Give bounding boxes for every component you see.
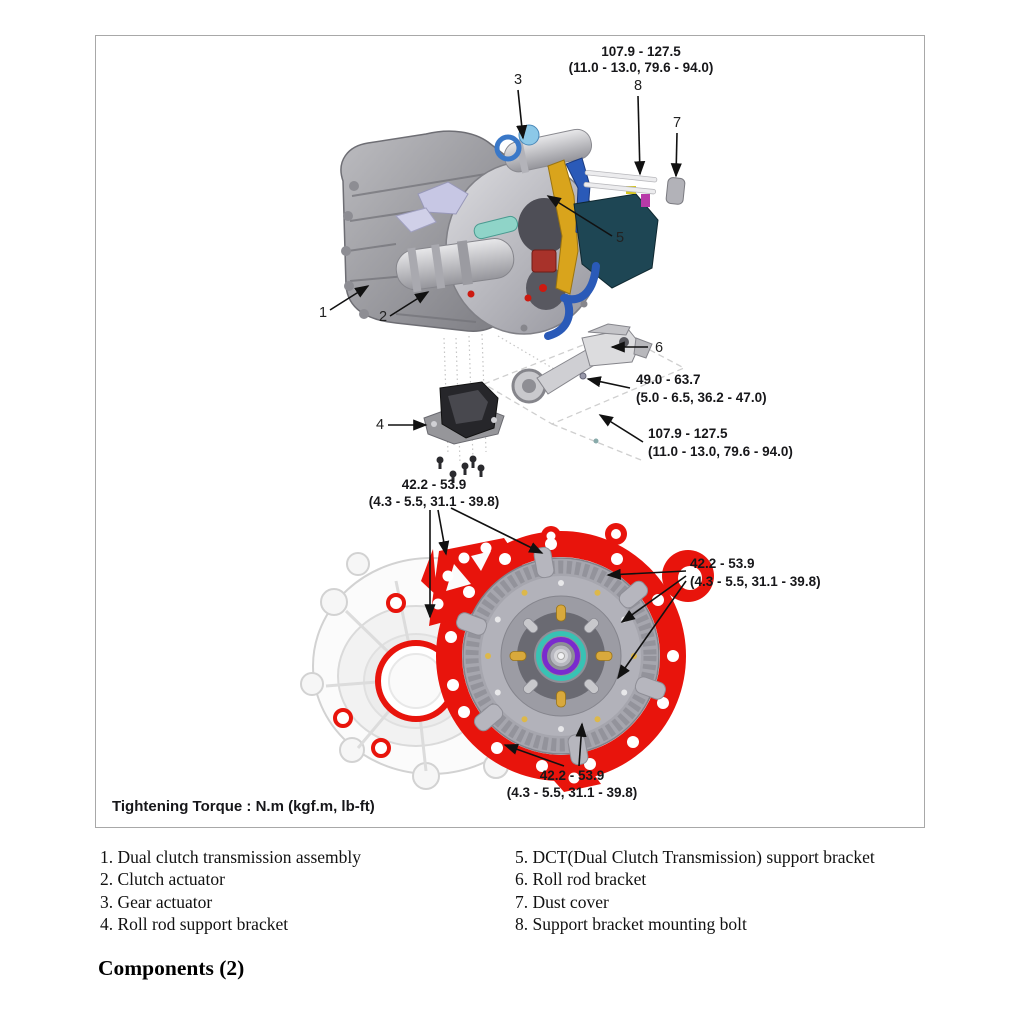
- torque-flange-upper-value: 42.2 - 53.9: [402, 477, 467, 492]
- bracket-bolts: [436, 455, 485, 483]
- callout-5: 5: [616, 230, 624, 246]
- torque-flange-right-value: 42.2 - 53.9: [690, 556, 755, 571]
- clutch-hub-purple-ring: [542, 637, 580, 675]
- callout-3: 3: [514, 72, 522, 88]
- legend-item: 1. Dual clutch transmission assembly: [100, 847, 362, 867]
- bolt-highlight-rings: [333, 593, 406, 758]
- torque-top-value: 107.9 - 127.5: [601, 44, 681, 59]
- torque-flange-bottom-value: 42.2 - 53.9: [540, 768, 605, 783]
- legend-left-column: 1. Dual clutch transmission assembly 2. …: [100, 846, 361, 936]
- clutch-hub-teal-ring: [536, 631, 586, 681]
- support-bracket-mounting-bolts: [583, 169, 658, 195]
- torque-rollrod-large-detail: (11.0 - 13.0, 79.6 - 94.0): [648, 444, 793, 459]
- transmission-diagram: 3 8 7 5 1 2 6 4 107.9 - 127.5 (11.0 - 13…: [112, 44, 821, 815]
- dct-assembly-illustration: [340, 124, 686, 340]
- components-figure-box: 3 8 7 5 1 2 6 4 107.9 - 127.5 (11.0 - 13…: [95, 35, 925, 828]
- legend-item: 7. Dust cover: [515, 891, 609, 912]
- callout-7: 7: [673, 115, 681, 131]
- leader-lines: [329, 89, 687, 767]
- legend-item: 3. Gear actuator: [100, 891, 213, 912]
- tightening-torque-note: Tightening Torque : N.m (kgf.m, lb-ft): [112, 798, 375, 815]
- torque-flange-bottom-detail: (4.3 - 5.5, 31.1 - 39.8): [507, 785, 638, 800]
- roll-rod-support-bracket: [423, 381, 505, 483]
- dashed-extension: [551, 423, 642, 461]
- callout-2: 2: [379, 309, 387, 325]
- torque-rollrod-small-detail: (5.0 - 6.5, 36.2 - 47.0): [636, 390, 767, 405]
- flange-bolt-pattern-highlight: [421, 523, 714, 792]
- torque-flange-upper-detail: (4.3 - 5.5, 31.1 - 39.8): [369, 494, 500, 509]
- section-title: Components (2): [98, 956, 245, 980]
- callout-1: 1: [319, 305, 327, 321]
- legend-item: 4. Roll rod support bracket: [100, 914, 289, 935]
- legend-item: 2. Clutch actuator: [100, 869, 225, 890]
- callout-4: 4: [376, 417, 384, 433]
- legend-item: 6. Roll rod bracket: [515, 869, 647, 890]
- callout-8: 8: [634, 78, 642, 94]
- roll-rod-bracket: [511, 323, 653, 444]
- torque-flange-right-detail: (4.3 - 5.5, 31.1 - 39.8): [690, 574, 821, 589]
- callout-6: 6: [655, 340, 663, 356]
- legend-right-column: 5. DCT(Dual Clutch Transmission) support…: [515, 846, 875, 936]
- mounting-plane-dashed: [482, 331, 686, 425]
- legend-item: 8. Support bracket mounting bolt: [515, 914, 747, 935]
- clutch-rivet-ring: [485, 580, 637, 732]
- torque-top-detail: (11.0 - 13.0, 79.6 - 94.0): [569, 60, 714, 75]
- dust-cover: [665, 177, 686, 205]
- torque-rollrod-large-value: 107.9 - 127.5: [648, 426, 728, 441]
- clutch-rim-tabs: [456, 546, 666, 766]
- clutch-assembly: [456, 546, 666, 766]
- clutch-actuator: [395, 238, 515, 293]
- torque-rollrod-small-value: 49.0 - 63.7: [636, 372, 701, 387]
- damper-springs: [509, 604, 613, 708]
- legend-item: 5. DCT(Dual Clutch Transmission) support…: [515, 847, 875, 867]
